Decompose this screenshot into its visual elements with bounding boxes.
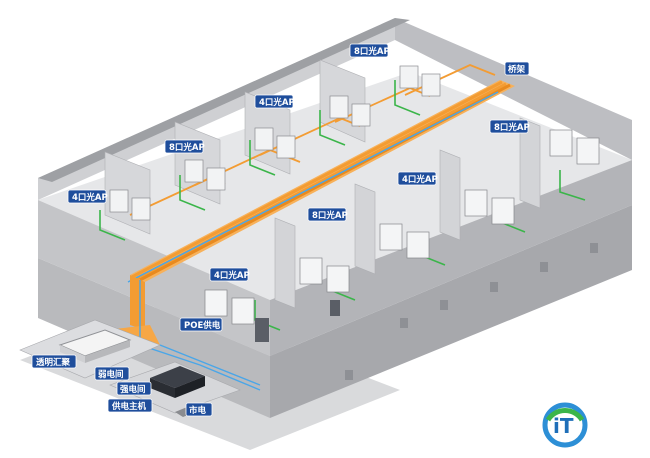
back-wall-right bbox=[395, 18, 632, 160]
tag-ap-front-3-text: 8口光AP bbox=[312, 210, 348, 221]
tag-ap-back-4-text: 8口光AP bbox=[354, 46, 390, 57]
tag-ap-front-1: 8口光AP bbox=[489, 119, 530, 134]
tag-mains: 市电 bbox=[185, 402, 213, 417]
tag-poe: POE供电 bbox=[179, 317, 223, 332]
upper-floor-slab bbox=[38, 72, 632, 300]
tag-ap-back-2-text: 8口光AP bbox=[169, 142, 205, 153]
wall-top bbox=[38, 18, 410, 182]
tag-strong-room-text: 强电间 bbox=[120, 384, 146, 395]
tag-ap-back-1: 4口光AP bbox=[67, 189, 108, 204]
tag-bridge-text: 桥架 bbox=[508, 64, 526, 75]
tag-ap-front-4-text: 4口光AP bbox=[214, 270, 250, 281]
tag-ap-back-3-text: 4口光AP bbox=[259, 97, 295, 108]
tag-ap-front-3: 8口光AP bbox=[307, 207, 348, 222]
tag-strong-room: 强电间 bbox=[116, 381, 152, 396]
tag-aggregation-text: 透明汇聚 bbox=[36, 357, 71, 368]
tag-weak-room-text: 弱电间 bbox=[98, 369, 124, 380]
power-room bbox=[109, 361, 241, 417]
tag-ap-back-1-text: 4口光AP bbox=[72, 192, 108, 203]
it-logo-text: iT bbox=[553, 414, 574, 438]
power-link-cable bbox=[159, 344, 261, 386]
tag-aggregation: 透明汇聚 bbox=[31, 354, 77, 369]
tag-ap-back-4: 8口光AP bbox=[349, 43, 390, 58]
tag-weak-room: 弱电间 bbox=[94, 366, 130, 381]
tag-ap-front-2-text: 4口光AP bbox=[402, 174, 438, 185]
tag-ap-front-4: 4口光AP bbox=[209, 267, 250, 282]
tag-ap-back-3: 4口光AP bbox=[254, 94, 295, 109]
lower-windows bbox=[345, 243, 598, 380]
tag-power-host-text: 供电主机 bbox=[111, 401, 147, 412]
upper-front-wall-left bbox=[38, 200, 270, 356]
tag-poe-text: POE供电 bbox=[184, 320, 221, 331]
tag-power-host: 供电主机 bbox=[107, 398, 153, 413]
tag-ap-front-2: 4口光AP bbox=[397, 171, 438, 186]
it-logo: iT bbox=[542, 402, 588, 448]
dark-equipment bbox=[255, 300, 340, 342]
front-room-racks bbox=[204, 129, 600, 325]
tag-ap-back-2: 8口光AP bbox=[164, 139, 205, 154]
upper-front-wall-right bbox=[270, 160, 632, 356]
lower-front-wall-right bbox=[270, 205, 632, 418]
front-row-partitions bbox=[274, 117, 541, 309]
back-room-racks bbox=[109, 65, 441, 221]
tag-ap-front-1-text: 8口光AP bbox=[494, 122, 530, 133]
tag-bridge: 桥架 bbox=[504, 61, 530, 76]
tag-mains-text: 市电 bbox=[189, 405, 207, 416]
